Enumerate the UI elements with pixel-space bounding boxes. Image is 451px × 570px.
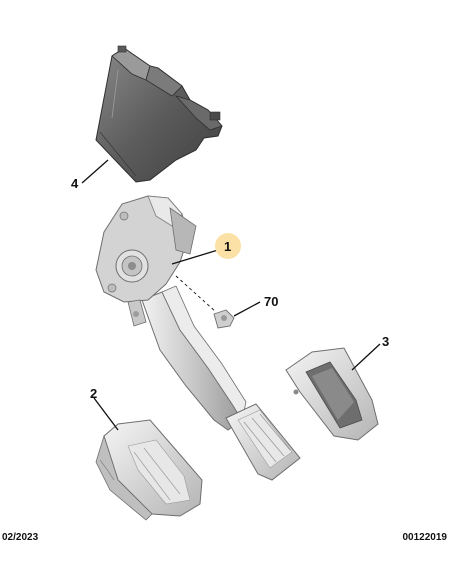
leader-line-3 xyxy=(351,343,381,371)
callout-2: 2 xyxy=(90,386,97,401)
pedal-pad-3-part xyxy=(285,347,379,441)
leader-line-4 xyxy=(81,159,109,184)
callout-1: 1 xyxy=(224,239,231,254)
callout-3: 3 xyxy=(382,334,389,349)
callout-highlight xyxy=(215,233,241,259)
leader-line-2 xyxy=(93,397,119,431)
footer-reference: 00122019 xyxy=(402,532,448,543)
callout-70: 70 xyxy=(264,294,278,309)
pedal-pad-2-part xyxy=(95,419,203,521)
leader-line-1 xyxy=(171,249,219,265)
housing-cover-part xyxy=(95,45,223,183)
leader-line-70 xyxy=(233,301,261,317)
callout-4: 4 xyxy=(71,176,79,191)
accelerator-pedal-part xyxy=(95,195,301,481)
footer-date: 02/2023 xyxy=(2,532,39,543)
fastener-dash-line xyxy=(175,275,217,313)
fastener-part xyxy=(213,309,235,329)
